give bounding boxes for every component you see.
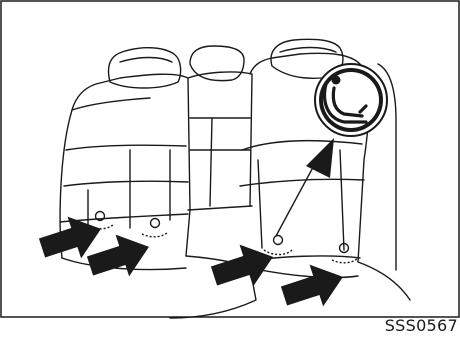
left-headrest <box>109 48 181 88</box>
center-headrest <box>190 46 244 81</box>
anchor-point <box>142 219 168 237</box>
center-seatback <box>188 72 252 210</box>
figure-code: SSS0567 <box>385 316 458 335</box>
symbol-leader-arrow <box>276 138 334 236</box>
child-seat-anchor-symbol-icon <box>315 64 387 136</box>
anchor-point <box>264 236 292 255</box>
anchor-point <box>332 244 358 263</box>
arrow-indicator <box>207 236 280 297</box>
arrow-indicator <box>277 256 350 317</box>
